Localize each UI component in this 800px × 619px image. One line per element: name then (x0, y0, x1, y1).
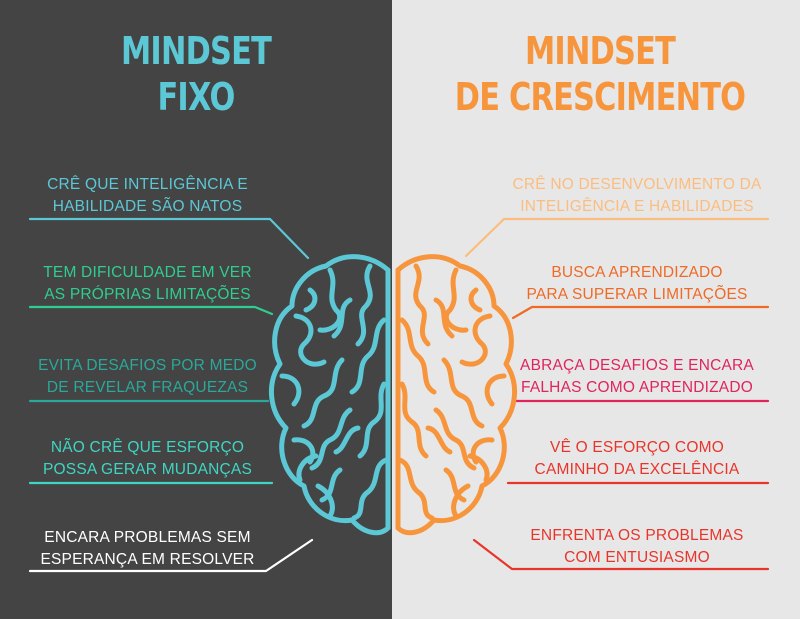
fixed-mindset-title: MINDSET FIXO (116, 28, 276, 120)
growth-connector-1 (464, 217, 770, 258)
growth-item-3: ABRAÇA DESAFIOS E ENCARA FALHAS COMO APR… (502, 355, 772, 399)
fixed-item-4-line2: POSSA GERAR MUDANÇAS (43, 461, 252, 478)
growth-mindset-title-line2: DE CRESCIMENTO (454, 75, 746, 119)
fixed-item-3: EVITA DESAFIOS POR MEDO DE REVELAR FRAQU… (20, 355, 275, 399)
growth-connectors (464, 217, 770, 571)
growth-item-3-line2: FALHAS COMO APRENDIZADO (521, 379, 753, 396)
fixed-item-5-line2: ESPERANÇA EM RESOLVER (40, 551, 255, 568)
growth-item-5-line1: ENFRENTA OS PROBLEMAS (530, 527, 744, 544)
fixed-item-1-line1: CRÊ QUE INTELIGÊNCIA E (47, 176, 248, 193)
growth-item-5: ENFRENTA OS PROBLEMAS COM ENTUSIASMO (502, 525, 772, 569)
growth-item-1-line1: CRÊ NO DESENVOLVIMENTO DA (512, 176, 762, 193)
fixed-connectors (28, 217, 314, 573)
fixed-item-5: ENCARA PROBLEMAS SEM ESPERANÇA EM RESOLV… (20, 527, 275, 571)
growth-connector-2 (511, 305, 770, 320)
growth-mindset-title-line1: MINDSET (524, 29, 676, 73)
growth-item-4-line2: CAMINHO DA EXCELÊNCIA (534, 461, 740, 478)
growth-connector-5 (472, 538, 770, 571)
fixed-item-2-line1: TEM DIFICULDADE EM VER (43, 264, 252, 281)
fixed-connector-2 (28, 305, 274, 316)
fixed-item-3-line2: DE REVELAR FRAQUEZAS (46, 379, 249, 396)
growth-item-2: BUSCA APRENDIZADO PARA SUPERAR LIMITAÇÕE… (502, 262, 772, 306)
brain-left-hemisphere-icon (268, 254, 391, 536)
growth-item-3-line1: ABRAÇA DESAFIOS E ENCARA (520, 357, 754, 374)
fixed-mindset-title-line2: FIXO (157, 75, 235, 119)
growth-item-4: VÊ O ESFORÇO COMO CAMINHO DA EXCELÊNCIA (502, 437, 772, 481)
fixed-item-3-line1: EVITA DESAFIOS POR MEDO (38, 357, 257, 374)
fixed-item-1-line2: HABILIDADE SÃO NATOS (52, 198, 243, 215)
fixed-item-4: NÃO CRÊ QUE ESFORÇO POSSA GERAR MUDANÇAS (20, 437, 275, 481)
brain-right-hemisphere-icon (395, 254, 518, 536)
fixed-item-5-line1: ENCARA PROBLEMAS SEM (44, 529, 251, 546)
growth-item-5-line2: COM ENTUSIASMO (564, 549, 710, 566)
growth-item-1: CRÊ NO DESENVOLVIMENTO DA INTELIGÊNCIA E… (502, 174, 772, 218)
fixed-mindset-title-line1: MINDSET (120, 29, 272, 73)
fixed-connector-5 (28, 538, 314, 573)
fixed-item-4-line1: NÃO CRÊ QUE ESFORÇO (50, 439, 245, 456)
growth-item-1-line2: INTELIGÊNCIA E HABILIDADES (520, 198, 754, 215)
growth-item-2-line1: BUSCA APRENDIZADO (551, 264, 723, 281)
growth-item-4-line1: VÊ O ESFORÇO COMO (550, 439, 724, 456)
fixed-item-1: CRÊ QUE INTELIGÊNCIA E HABILIDADE SÃO NA… (20, 174, 275, 218)
fixed-item-2: TEM DIFICULDADE EM VER AS PRÓPRIAS LIMIT… (20, 262, 275, 306)
growth-item-2-line2: PARA SUPERAR LIMITAÇÕES (526, 286, 748, 303)
fixed-item-2-line2: AS PRÓPRIAS LIMITAÇÕES (44, 286, 251, 303)
fixed-connector-1 (28, 217, 310, 260)
growth-mindset-title: MINDSET DE CRESCIMENTO (440, 28, 760, 120)
